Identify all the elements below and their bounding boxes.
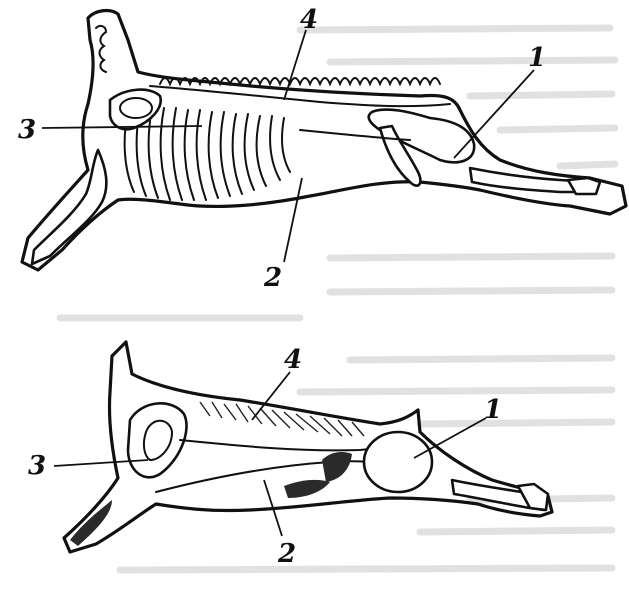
top-spine-vertebrae	[160, 78, 440, 84]
top-scapula	[110, 90, 161, 130]
top-front-leg	[32, 150, 106, 264]
bottom-belly-shade	[284, 480, 330, 498]
bottom-label-3: 3	[28, 451, 46, 481]
top-label-2: 2	[263, 263, 282, 293]
top-label-3: 3	[18, 115, 36, 145]
bottom-leader-lines	[54, 372, 486, 536]
bottom-carcass-meat	[64, 342, 552, 552]
bottom-shank-shade	[322, 452, 352, 482]
bottom-ham	[364, 432, 432, 492]
top-neck-vertebrae	[96, 26, 106, 72]
top-label-1: 1	[528, 43, 546, 73]
top-label-4: 4	[300, 5, 318, 35]
bottom-flank-line	[156, 461, 398, 492]
bottom-label-2: 2	[277, 539, 296, 569]
bottom-label-4: 4	[284, 345, 302, 375]
top-ribs	[125, 108, 290, 200]
bottom-scapula	[128, 403, 187, 477]
bottom-label-1: 1	[484, 395, 502, 425]
